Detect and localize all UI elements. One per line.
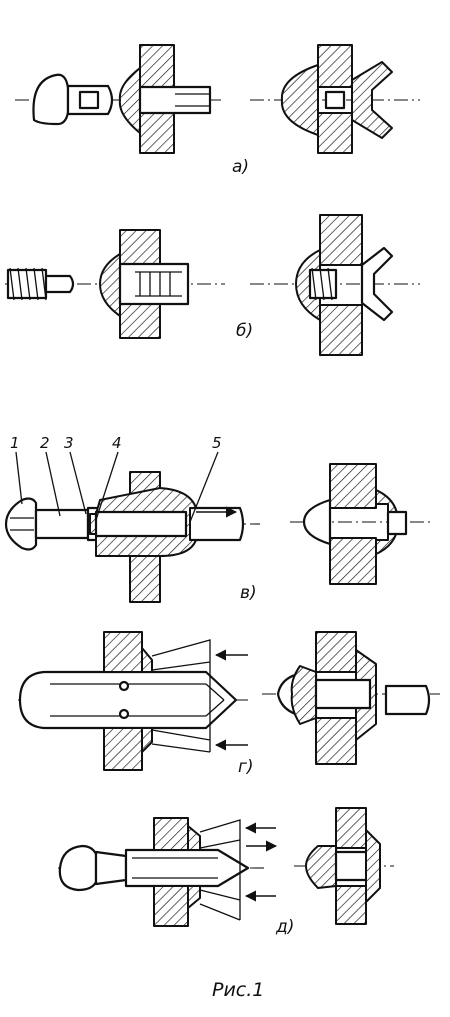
panel-a: а) bbox=[15, 44, 420, 177]
callout-1: 1 bbox=[10, 434, 20, 452]
plate-top-installed bbox=[317, 44, 353, 88]
plate-top-d bbox=[153, 817, 189, 851]
panel-label-a: а) bbox=[232, 157, 249, 177]
panel-v: 1 2 3 4 5 в) bbox=[4, 434, 430, 603]
plate-bottom-installed bbox=[317, 112, 353, 154]
long-rivet bbox=[18, 670, 238, 730]
panel-g: г) bbox=[18, 631, 440, 777]
flared-end bbox=[351, 61, 393, 139]
plate-bottom-g-installed bbox=[315, 717, 357, 765]
panel-label-v: в) bbox=[240, 583, 257, 603]
plate-top-b-installed bbox=[319, 214, 363, 266]
plate-top-v-installed bbox=[329, 463, 377, 509]
plate-top-g-installed bbox=[315, 631, 357, 673]
hollow-rivet-head bbox=[118, 67, 141, 134]
drive-pin bbox=[94, 850, 128, 886]
plate-top-b bbox=[119, 229, 161, 265]
installed-slot bbox=[324, 90, 346, 110]
hollow-rivet-body bbox=[138, 85, 212, 115]
plate-bottom-d bbox=[153, 885, 189, 927]
panel-label-d: д) bbox=[275, 917, 294, 937]
callout-3: 3 bbox=[64, 434, 74, 452]
hollow-head-b bbox=[99, 253, 121, 317]
sleeve-b bbox=[118, 262, 190, 306]
plate-bottom-g bbox=[103, 727, 143, 771]
plate-bottom-d-installed bbox=[335, 885, 367, 925]
flared-end-b bbox=[360, 246, 394, 322]
installed-head-b bbox=[295, 249, 321, 321]
panel-label-g: г) bbox=[238, 757, 254, 777]
plate-bottom-b bbox=[119, 303, 161, 339]
plate-top-g bbox=[103, 631, 143, 673]
installed-head bbox=[280, 64, 319, 136]
plate-top bbox=[139, 44, 175, 88]
plate-bottom bbox=[139, 112, 175, 154]
threaded-pin bbox=[6, 267, 75, 301]
pin-neck bbox=[34, 508, 90, 540]
drive-pin-head bbox=[58, 844, 98, 892]
panel-b: б) bbox=[5, 214, 420, 356]
installed-head-v bbox=[302, 498, 332, 546]
pin-head bbox=[4, 497, 38, 551]
installed-bulge-g bbox=[290, 665, 317, 725]
rivet-body-d bbox=[124, 848, 250, 888]
removed-mandrel bbox=[384, 684, 431, 716]
plate-bottom-v-installed bbox=[329, 537, 377, 585]
callout-4: 4 bbox=[112, 434, 122, 452]
callout-2: 2 bbox=[40, 434, 50, 452]
plate-top-d-installed bbox=[335, 807, 367, 849]
plate-bottom-v bbox=[129, 555, 161, 603]
figure-caption: Рис.1 bbox=[212, 979, 264, 1001]
callout-5: 5 bbox=[212, 434, 222, 452]
panel-label-b: б) bbox=[236, 321, 253, 341]
panel-d: д) bbox=[58, 807, 394, 937]
rivet-slot bbox=[78, 90, 100, 110]
plate-bottom-b-installed bbox=[319, 304, 363, 356]
rivet-head bbox=[32, 73, 70, 126]
